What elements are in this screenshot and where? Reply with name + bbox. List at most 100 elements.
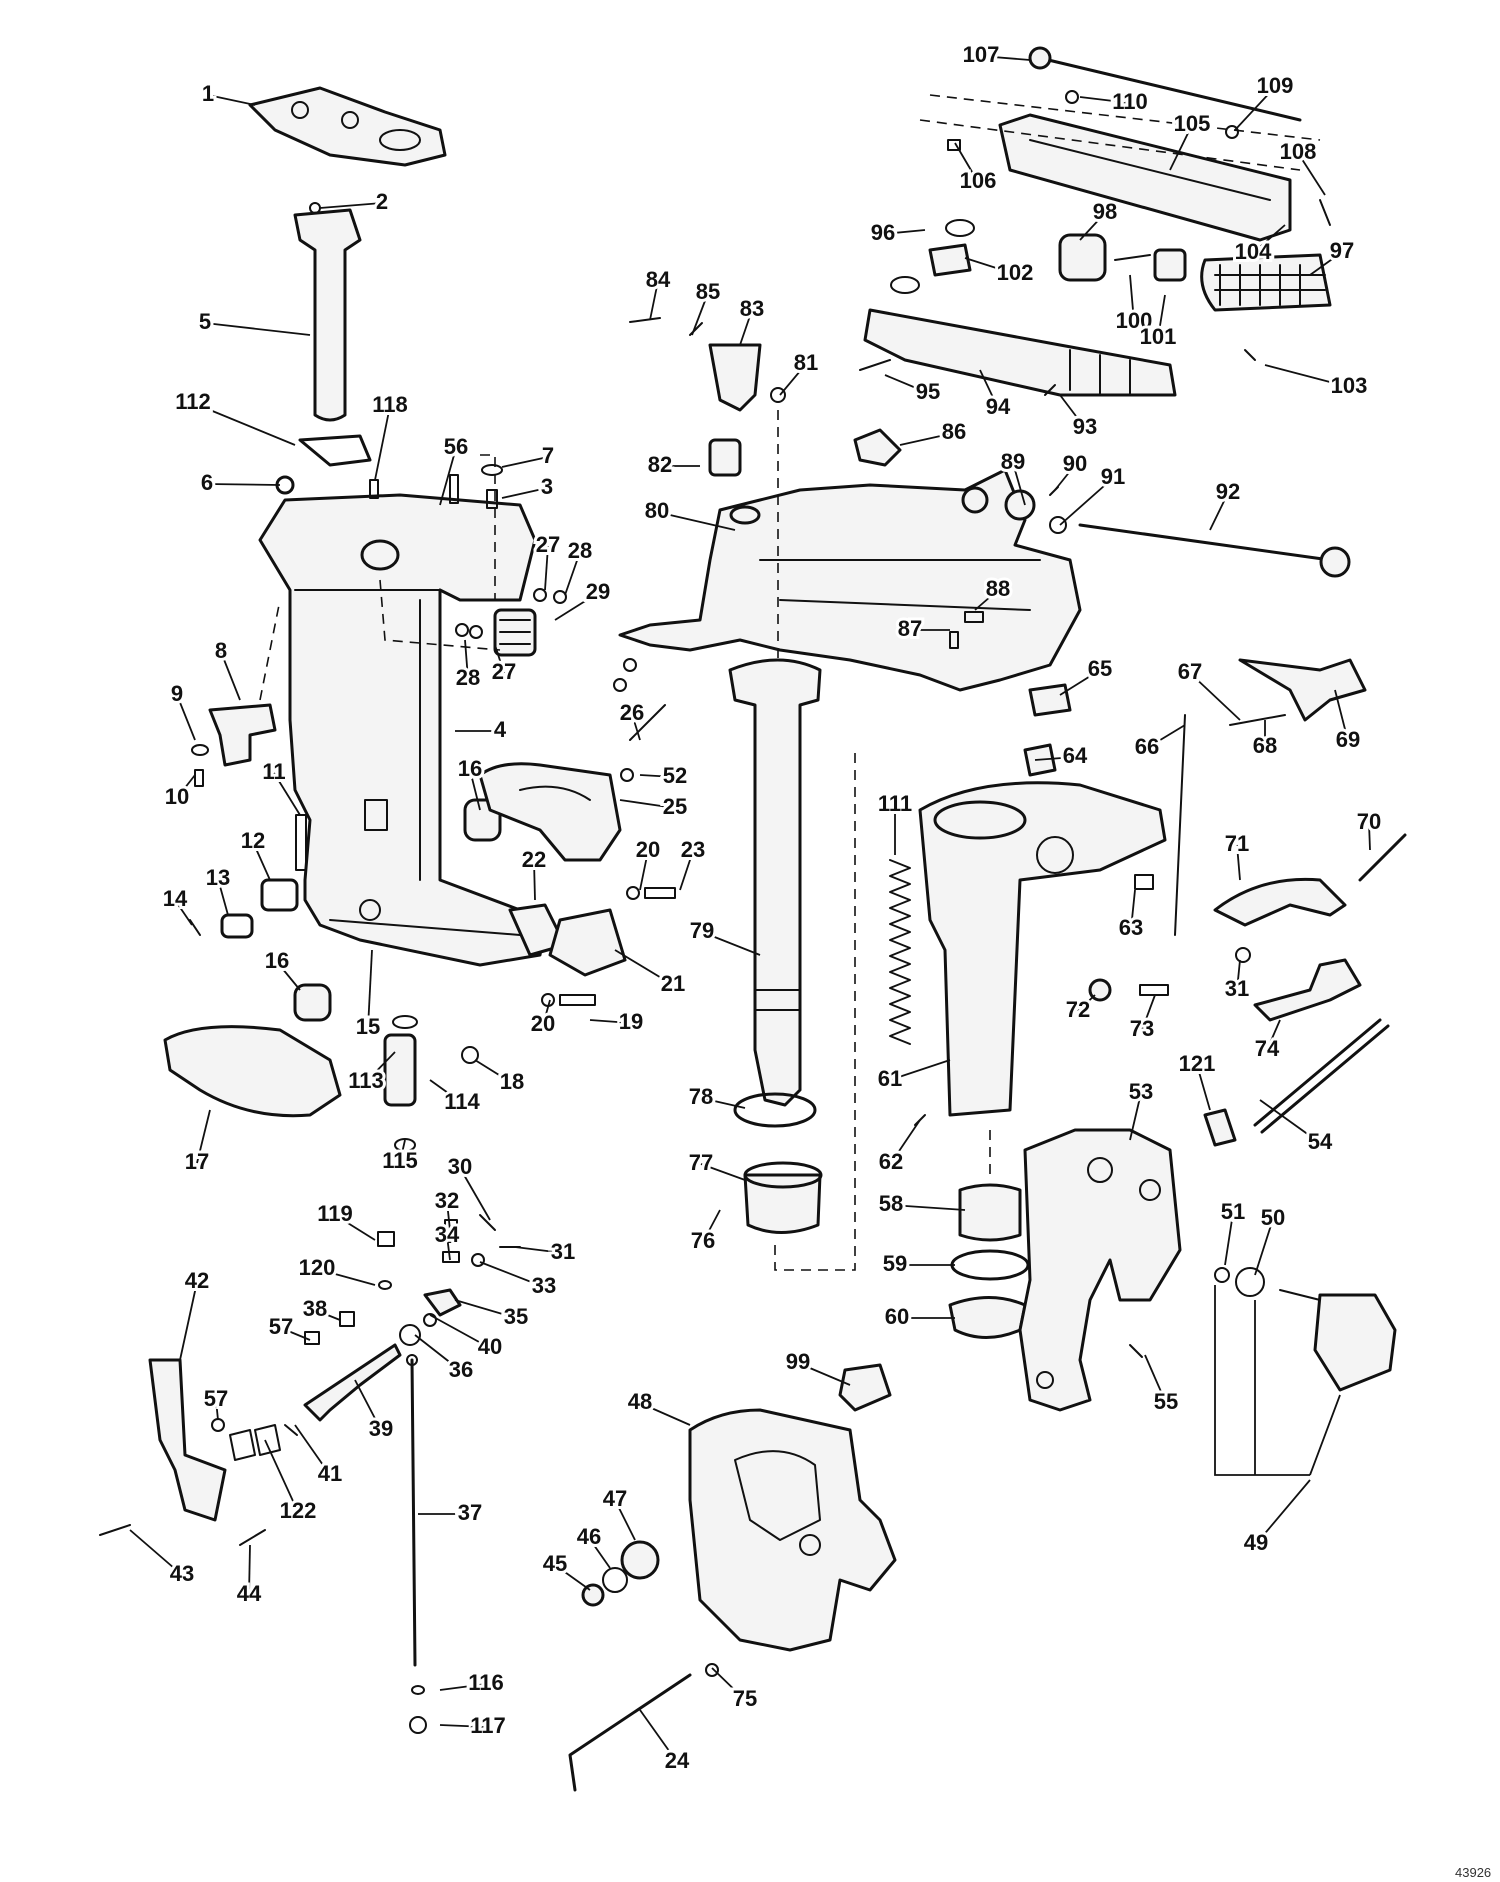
callout-number: 27 [492, 659, 516, 684]
callout-number: 28 [456, 665, 480, 690]
part-lower-cover [163, 1025, 342, 1118]
callout-halo: 94 [986, 394, 1011, 419]
leader-line [1034, 756, 1076, 761]
leader-line [1146, 724, 1186, 749]
callout-halo: 48 [628, 1389, 652, 1414]
leader-line [469, 769, 481, 811]
callout-number: 51 [1221, 1199, 1245, 1224]
callout-halo: 116 [468, 1670, 504, 1695]
callout-halo: 56 [444, 434, 468, 459]
leader-line [889, 1059, 951, 1081]
leader-line [679, 850, 694, 891]
callout-number: 53 [1129, 1079, 1153, 1104]
callout-number: 94 [986, 394, 1011, 419]
callout-number: 30 [448, 1154, 472, 1179]
callout-number: 26 [620, 700, 644, 725]
leader-line [1189, 672, 1241, 721]
callout-halo: 27 [492, 659, 516, 684]
leader-line [639, 1709, 678, 1763]
callout-number: 73 [1130, 1016, 1154, 1041]
leader-line [639, 1402, 691, 1426]
callout-halo: 99 [786, 1349, 810, 1374]
leader-line [588, 1537, 611, 1569]
leader-line [702, 1209, 721, 1243]
part-pin-14 [189, 919, 201, 936]
leader-line [1141, 994, 1156, 1031]
callout-number: 76 [691, 1228, 715, 1253]
callout-number: 91 [1101, 464, 1125, 489]
leader-line [639, 850, 649, 891]
callout-halo: 118 [372, 392, 408, 417]
part-swivel-bracket [618, 468, 1082, 692]
callout-number: 98 [1093, 199, 1117, 224]
callout-number: 109 [1257, 73, 1294, 98]
callout-halo: 122 [280, 1498, 317, 1523]
callout-number: 103 [1331, 373, 1368, 398]
part-spring-111 [889, 859, 911, 1045]
leader-line [220, 651, 241, 701]
callout-halo: 75 [733, 1686, 757, 1711]
callout-halo: 69 [1336, 727, 1360, 752]
leader-line [1259, 1099, 1321, 1144]
callout-halo: 2 [376, 189, 388, 214]
callout-halo: 76 [691, 1228, 715, 1253]
callout-halo: 38 [303, 1296, 327, 1321]
callout-halo: 4 [494, 717, 507, 742]
callout-halo: 5 [199, 309, 211, 334]
leader-line [414, 1334, 462, 1372]
callout-number: 72 [1066, 997, 1090, 1022]
part-knob-99 [838, 1363, 892, 1412]
callout-number: 3 [541, 474, 553, 499]
callout-halo: 37 [458, 1500, 482, 1525]
leader-line [1059, 669, 1101, 696]
callout-halo: 10 [165, 784, 189, 809]
callout-number: 45 [543, 1551, 567, 1576]
callout-number: 87 [898, 616, 922, 641]
leader-line [334, 1214, 376, 1241]
leader-line [1079, 212, 1106, 241]
callout-halo: 121 [1179, 1051, 1216, 1076]
callout-number: 96 [871, 220, 895, 245]
callout-halo: 104 [1235, 239, 1272, 264]
callout-number: 115 [382, 1148, 418, 1173]
leader-line [700, 1163, 746, 1181]
callout-number: 70 [1357, 809, 1381, 834]
leader-line [264, 1439, 299, 1513]
callout-number: 14 [163, 886, 188, 911]
leader-line [1297, 152, 1326, 196]
callout-number: 37 [458, 1500, 482, 1525]
leader-line [179, 1281, 198, 1361]
callout-number: 90 [1063, 451, 1087, 476]
leader-line [542, 999, 551, 1026]
callout-halo: 114 [444, 1089, 480, 1114]
callout-number: 2 [376, 189, 388, 214]
callout-number: 48 [628, 1389, 652, 1414]
callout-halo: 12 [241, 828, 265, 853]
leader-line [129, 1529, 183, 1576]
leader-line [711, 1667, 746, 1701]
callout-halo: 51 [1221, 1199, 1245, 1224]
leader-line [514, 1246, 564, 1254]
leader-line [439, 1683, 487, 1691]
callout-number: 27 [536, 532, 560, 557]
leader-line [882, 229, 926, 235]
callout-halo: 110 [1112, 89, 1148, 114]
callout-halo: 47 [603, 1486, 627, 1511]
callout-number: 113 [348, 1068, 384, 1093]
callout-number: 31 [1225, 976, 1249, 1001]
callout-halo: 62 [879, 1149, 903, 1174]
part-plate-12 [260, 878, 299, 912]
callout-halo: 46 [577, 1524, 601, 1549]
callout-number: 43 [170, 1561, 194, 1586]
callout-number: 85 [696, 279, 720, 304]
part-mount-8 [191, 703, 277, 787]
callout-number: 92 [1216, 479, 1240, 504]
part-rod-24 [568, 1663, 719, 1792]
leader-line [1157, 294, 1166, 339]
callout-number: 116 [468, 1670, 504, 1695]
callout-number: 9 [171, 681, 183, 706]
callout-number: 21 [661, 971, 685, 996]
leader-line [890, 1119, 921, 1164]
leader-line [280, 1327, 311, 1341]
